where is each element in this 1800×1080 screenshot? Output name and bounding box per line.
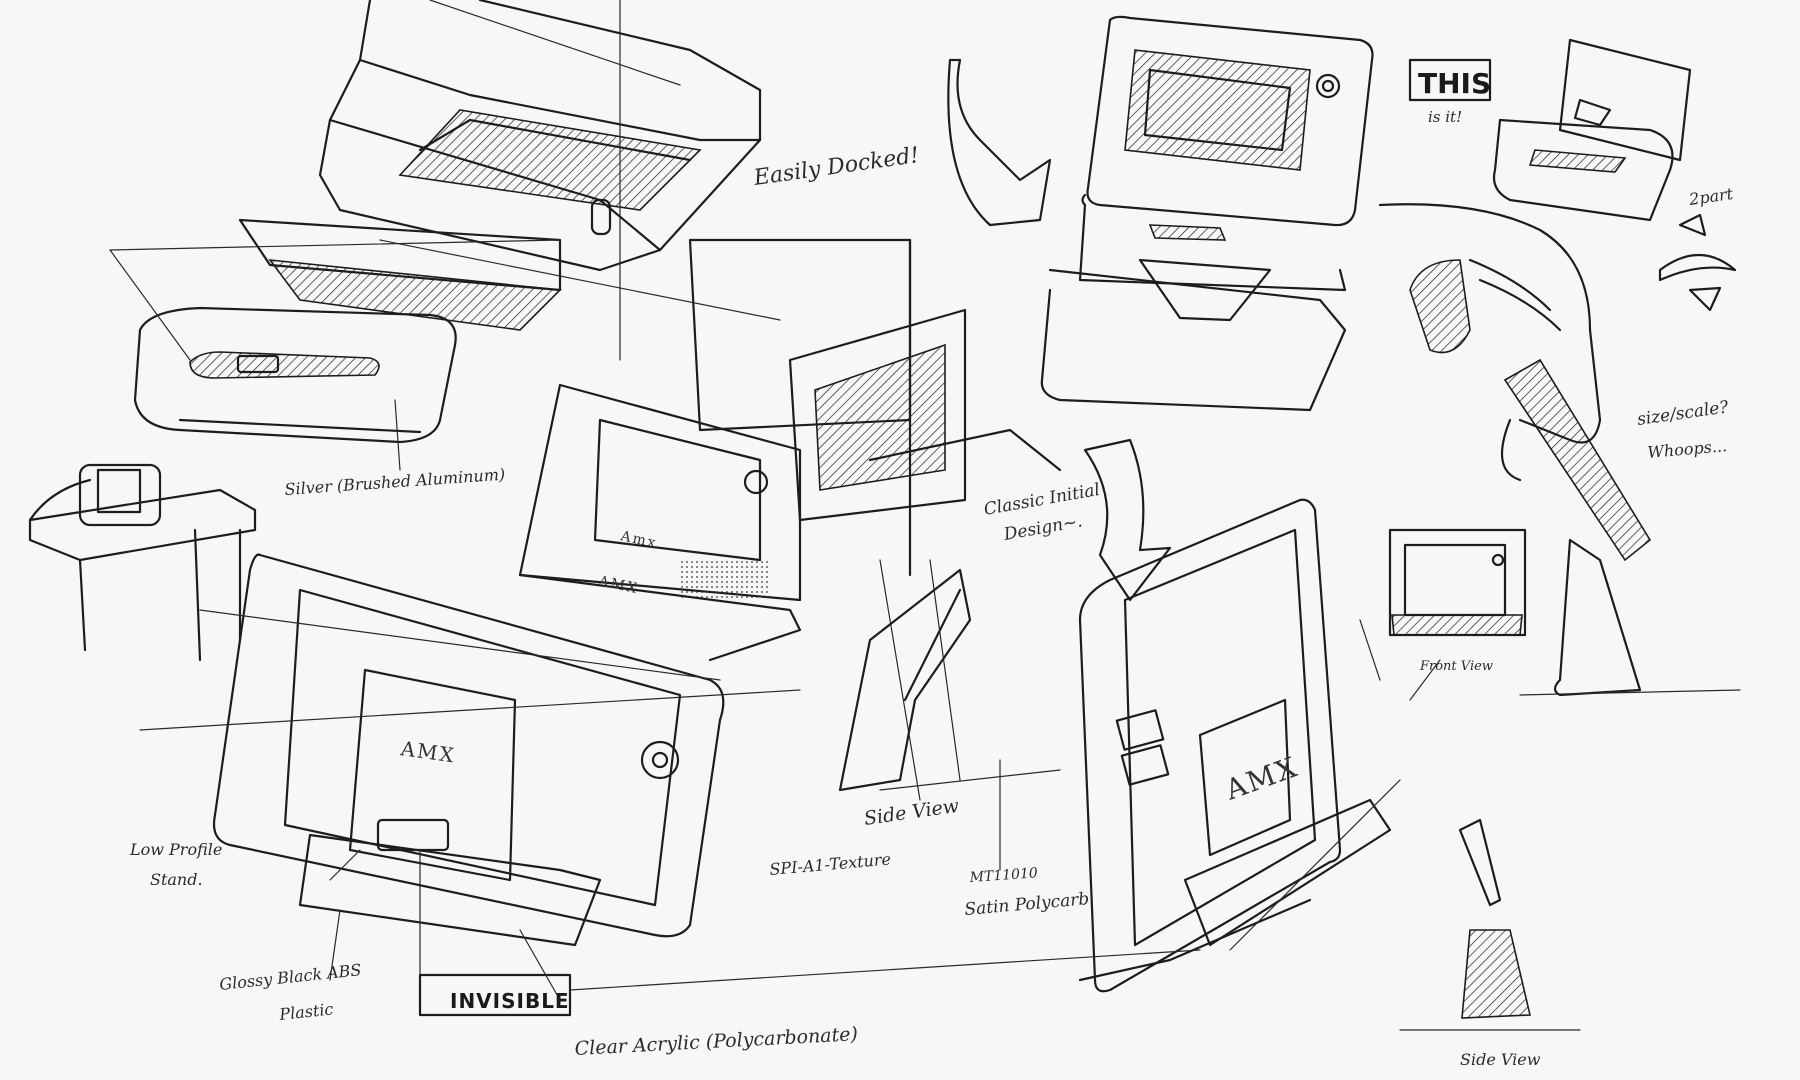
desk-scene-sketch xyxy=(28,463,257,662)
docking-tablet-sketch xyxy=(947,15,1374,412)
hand-holding-device-sketch xyxy=(1378,203,1741,697)
side-view-profile-sketch xyxy=(838,568,1061,871)
note-plastic: Plastic xyxy=(277,999,334,1024)
note-front-view: Front View xyxy=(1419,659,1493,674)
front-view-sketch xyxy=(1388,528,1527,637)
low-profile-stand-sketch xyxy=(139,553,801,947)
note-silver: Silver (Brushed Aluminum) xyxy=(284,465,506,499)
note-low-profile: Low Profile xyxy=(129,840,222,859)
note-easily-docked: Easily Docked! xyxy=(751,143,920,191)
amx-logo-mid-2: AMX xyxy=(596,573,640,597)
side-view-small-sketch xyxy=(1399,818,1581,1031)
note-spi-texture: SPI-A1-Texture xyxy=(769,849,892,879)
invisible-label-box xyxy=(418,849,1201,1017)
note-classic-initial: Classic Initial xyxy=(982,480,1101,520)
note-mt-code: MT11010 xyxy=(968,865,1038,886)
note-side-view-mid: Side View xyxy=(863,795,961,830)
note-classic-design: Design~. xyxy=(1001,511,1084,545)
note-is-it: is it! xyxy=(1428,108,1462,126)
note-side-view-right: Side View xyxy=(1460,1050,1541,1069)
note-two-part: 2part xyxy=(1687,184,1735,209)
curved-arrow-sketch xyxy=(1083,438,1172,602)
note-glossy-black: Glossy Black ABS xyxy=(218,960,362,994)
note-size-scale: size/scale? xyxy=(1636,397,1731,430)
device-logos: AMX Amx AMX AMX xyxy=(398,528,1302,807)
amx-logo-mid-1: Amx xyxy=(618,528,659,552)
note-invisible: INVISIBLE xyxy=(450,989,570,1013)
note-whoops: Whoops... xyxy=(1647,436,1728,462)
amx-logo-large: AMX xyxy=(398,736,457,768)
tablet-classic-stand-sketch xyxy=(518,238,1062,801)
silver-dock-sketch xyxy=(109,218,562,444)
note-this-box: THIS xyxy=(1418,67,1491,100)
annotation-leaders xyxy=(329,399,1441,1001)
tablet-on-stand-sketch xyxy=(1078,498,1401,993)
dock-sketch-large xyxy=(318,0,781,361)
this-is-it-sketch xyxy=(1408,38,1737,312)
note-clear-acrylic: Clear Acrylic (Polycarbonate) xyxy=(574,1023,858,1060)
amx-logo-right: AMX xyxy=(1220,750,1303,807)
note-satin-polycarb: Satin Polycarb xyxy=(964,889,1090,920)
note-low-profile-stand: Stand. xyxy=(150,870,203,889)
